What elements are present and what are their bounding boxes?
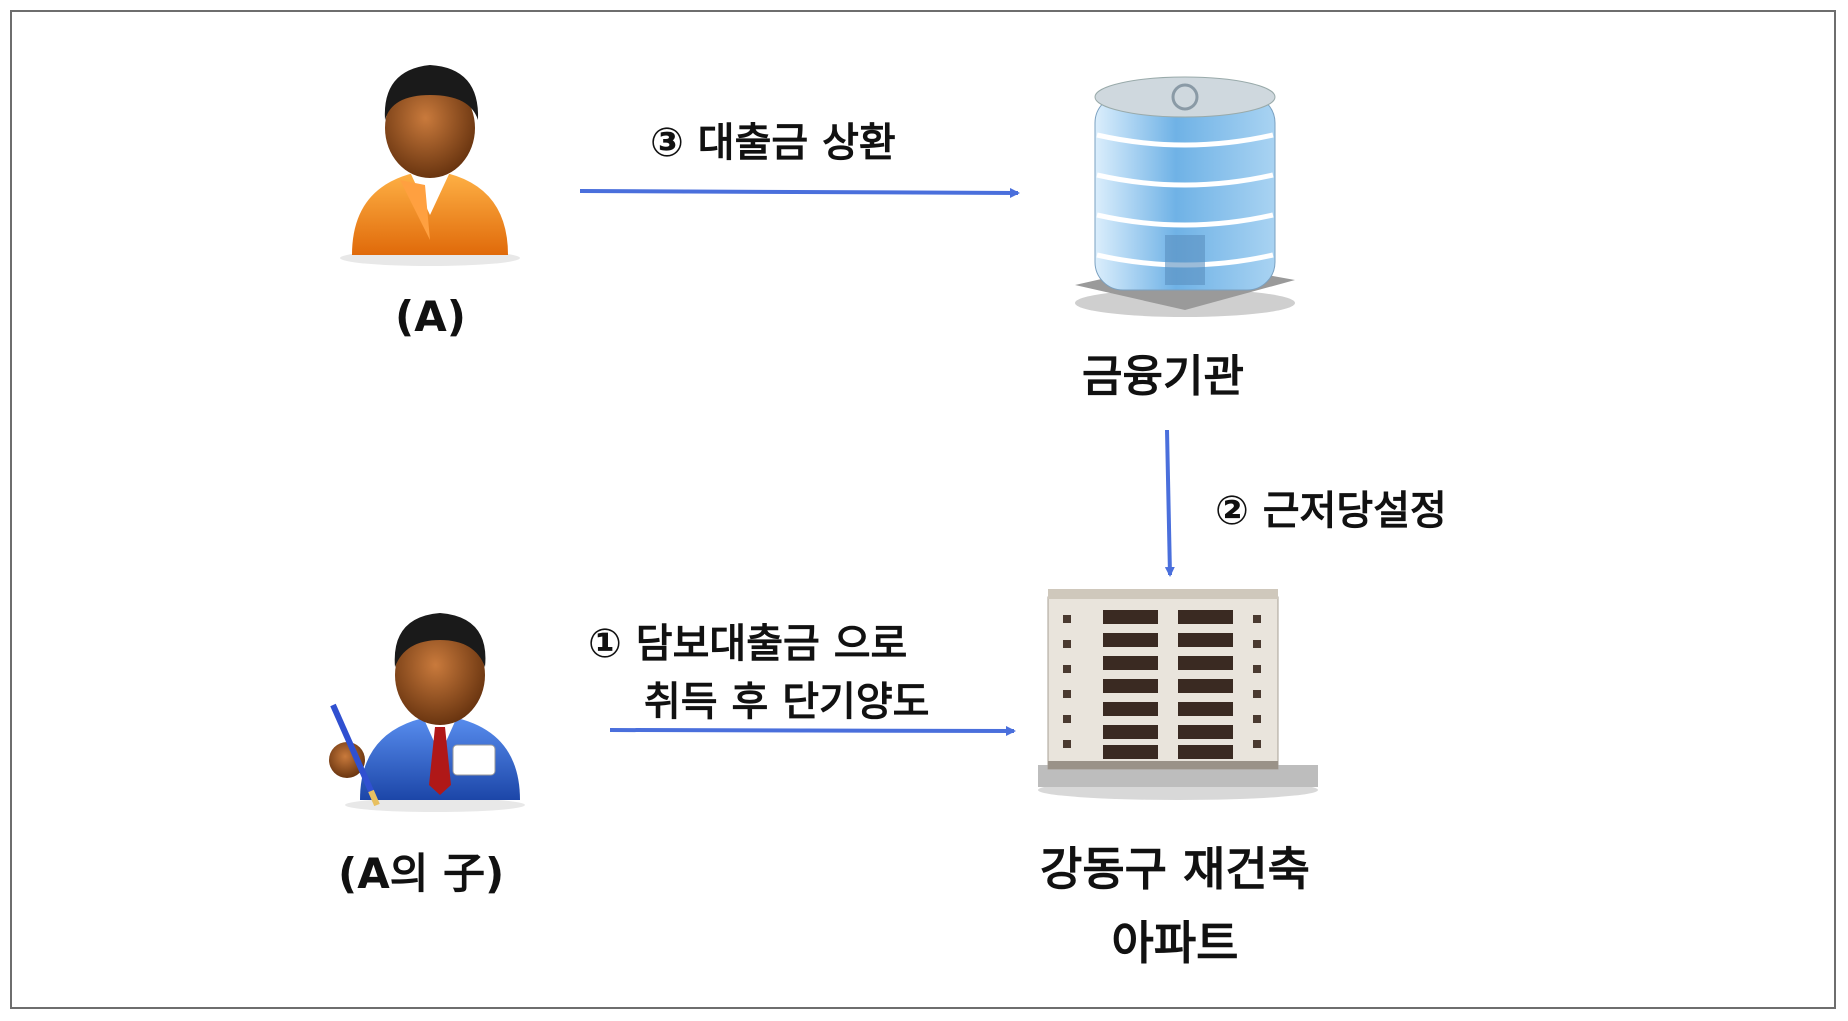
step3-label: ③ 대출금 상환 <box>650 120 896 166</box>
step1-label-line2: 취득 후 단기양도 <box>644 679 930 725</box>
person-orange-icon <box>340 65 520 266</box>
person-a-label: (A) <box>395 292 466 341</box>
diagram-frame <box>10 10 1836 1009</box>
step1-label: ① 담보대출금 으로 취득 후 단기양도 <box>588 615 929 731</box>
office-building-icon <box>1075 76 1295 317</box>
arrow-step2 <box>1164 429 1175 577</box>
bank-label: 금융기관 <box>1082 351 1244 402</box>
arrow-step1 <box>609 725 1016 736</box>
step1-label-line1: ① 담보대출금 으로 <box>588 621 908 667</box>
step2-label: ② 근저당설정 <box>1215 488 1447 534</box>
arrow-step3 <box>579 187 1020 198</box>
apartment-label: 강동구 재건축 아파트 <box>1040 832 1310 980</box>
person-a-child-label: (A의 子) <box>338 849 505 898</box>
apartment-building-icon <box>1038 589 1318 800</box>
apartment-label-line1: 강동구 재건축 <box>1040 842 1310 896</box>
person-blue-icon <box>329 613 525 812</box>
apartment-label-line2: 아파트 <box>1111 916 1239 970</box>
